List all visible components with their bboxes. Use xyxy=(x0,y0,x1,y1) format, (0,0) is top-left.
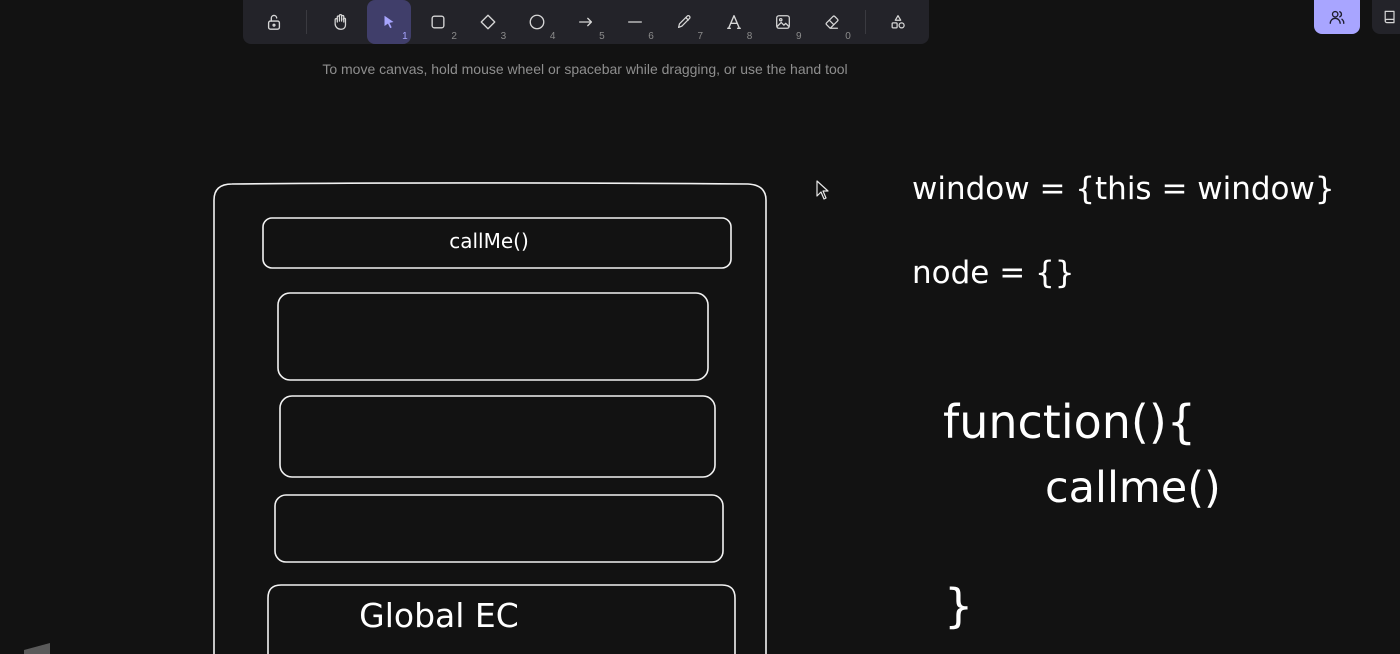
main-toolbar: 1 2 3 4 5 xyxy=(243,0,929,44)
lock-icon xyxy=(267,14,280,30)
rectangle-icon xyxy=(431,15,445,29)
stack-frame-global-ec xyxy=(267,584,736,654)
line-icon xyxy=(628,21,643,23)
pointer-icon xyxy=(384,15,394,29)
collaborate-button[interactable] xyxy=(1314,0,1360,34)
users-icon xyxy=(1329,10,1345,24)
rectangle-tool[interactable]: 2 xyxy=(417,0,460,44)
stray-stroke xyxy=(24,643,50,654)
note-function-close: } xyxy=(944,579,973,633)
stack-frame-empty-2 xyxy=(279,395,716,478)
pencil-icon xyxy=(678,15,692,29)
eraser-icon xyxy=(825,15,839,29)
selection-shortcut: 1 xyxy=(402,31,408,42)
rectangle-shortcut: 2 xyxy=(451,31,457,42)
ellipse-shortcut: 4 xyxy=(549,31,556,42)
note-node: node = {} xyxy=(912,255,1075,291)
draw-shortcut: 7 xyxy=(697,31,704,42)
image-shortcut: 9 xyxy=(796,31,802,42)
note-function-open: function(){ xyxy=(943,395,1196,449)
call-stack-container xyxy=(213,182,767,654)
draw-tool[interactable]: 7 xyxy=(663,0,706,44)
hand-icon xyxy=(334,13,346,30)
diamond-icon xyxy=(480,14,495,30)
shapes-icon xyxy=(891,15,906,29)
stack-frame-empty-3 xyxy=(274,494,724,563)
diamond-tool[interactable]: 3 xyxy=(466,0,509,44)
mouse-cursor-icon xyxy=(816,180,829,200)
ellipse-icon xyxy=(529,14,545,30)
ellipse-tool[interactable]: 4 xyxy=(515,0,558,44)
arrow-icon xyxy=(579,17,593,27)
lock-tool[interactable] xyxy=(252,0,295,44)
text-tool[interactable]: 8 xyxy=(712,0,755,44)
arrow-tool[interactable]: 5 xyxy=(564,0,607,44)
extra-tools-button[interactable] xyxy=(877,0,920,44)
selection-tool[interactable]: 1 xyxy=(367,0,411,44)
text-icon xyxy=(726,15,741,29)
eraser-tool[interactable]: 0 xyxy=(811,0,854,44)
toolbar-divider xyxy=(864,10,866,34)
eraser-shortcut: 0 xyxy=(845,31,851,42)
note-window-this: window = {this = window} xyxy=(912,171,1335,207)
stack-top-label: callMe() xyxy=(449,229,529,253)
arrow-shortcut: 5 xyxy=(599,31,605,42)
canvas-hint-text: To move canvas, hold mouse wheel or spac… xyxy=(322,61,848,77)
image-tool[interactable]: 9 xyxy=(761,0,804,44)
note-function-body: callme() xyxy=(1045,463,1221,513)
stack-frame-callme xyxy=(262,217,732,269)
stack-bottom-label: Global EC xyxy=(359,596,519,635)
library-button[interactable] xyxy=(1372,0,1400,34)
image-icon xyxy=(776,15,790,29)
book-icon xyxy=(1384,10,1395,24)
line-tool[interactable]: 6 xyxy=(614,0,657,44)
line-shortcut: 6 xyxy=(648,31,654,42)
toolbar-divider xyxy=(306,10,308,34)
hand-tool[interactable] xyxy=(318,0,361,44)
diamond-shortcut: 3 xyxy=(500,31,507,42)
text-shortcut: 8 xyxy=(746,31,753,42)
stack-frame-empty-1 xyxy=(277,292,709,381)
